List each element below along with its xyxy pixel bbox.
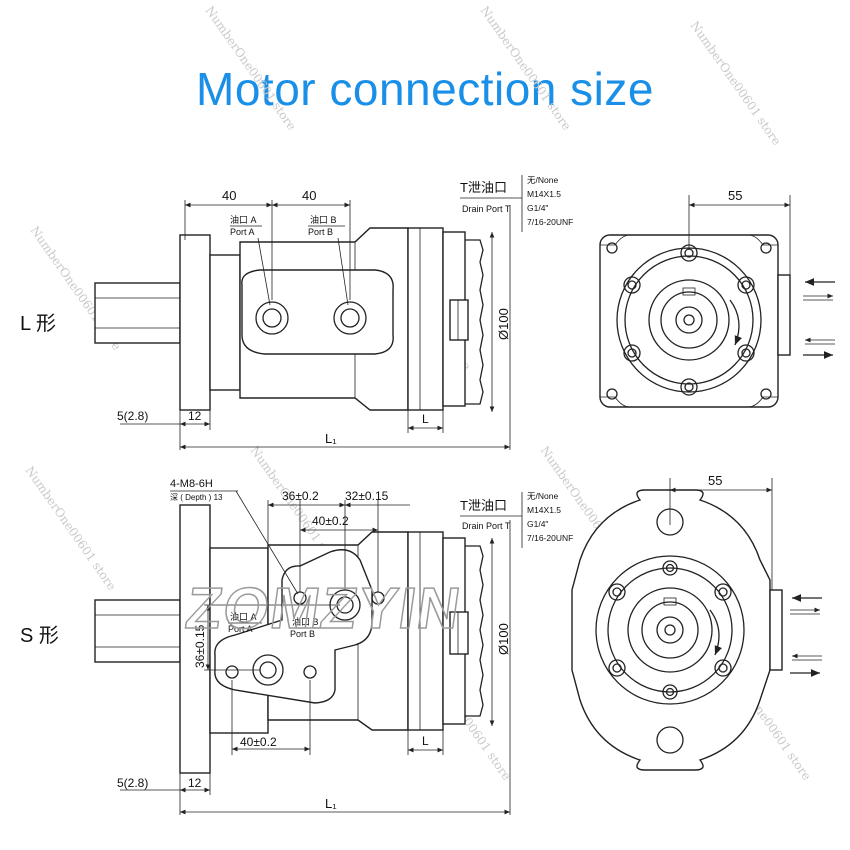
l-dim-40-b: 40	[302, 188, 316, 203]
s-port-a-cn: 油口 A	[230, 611, 257, 622]
l-type-label: L 形	[20, 312, 56, 335]
s-bolt-holes	[608, 508, 732, 754]
s-dim-12: 12	[188, 776, 202, 790]
s-drain-opt-0: 无/None	[527, 491, 558, 501]
page-title: Motor connection size	[196, 63, 654, 115]
l-port-a-cn: 油口 A	[230, 214, 257, 225]
l-port-b-cn: 油口 B	[310, 214, 337, 225]
l-drain-opt-2: G1/4"	[527, 203, 548, 213]
s-dim-L: L	[422, 734, 429, 748]
s-type-side-view: Ø100 36±0.2 32±0.15 40±0.2 4-M8-6H 深 ( D…	[94, 478, 511, 815]
watermark-text: NumberOne00601 store	[688, 19, 784, 148]
watermark-text: NumberOne00601 store	[23, 464, 119, 593]
watermark-text: NumberOne00601 store	[203, 4, 299, 133]
l-drain-opt-1: M14X1.5	[527, 189, 561, 199]
l-dim-12: 12	[188, 409, 202, 423]
l-drain-port-labels: T泄油口 Drain Port T 无/None M14X1.5 G1/4" 7…	[460, 175, 573, 232]
l-port-b-en: Port B	[308, 227, 333, 237]
l-drain-opt-0: 无/None	[527, 175, 558, 185]
brand-watermark-logo: ZOMZYIN	[182, 576, 466, 641]
s-drain-opt-3: 7/16-20UNF	[527, 533, 573, 543]
s-dim-5: 5(2.8)	[117, 776, 148, 790]
s-dim-40a: 40±0.2	[312, 514, 349, 528]
s-type-front-view: 55	[571, 473, 822, 771]
l-drain-cn: T泄油口	[460, 180, 507, 195]
s-dim-36b: 36±0.15	[193, 624, 207, 668]
s-port-b-cn: 油口 B	[292, 616, 319, 627]
l-dim-40-a: 40	[222, 188, 236, 203]
s-drain-cn: T泄油口	[460, 498, 507, 513]
s-type-label: S 形	[20, 624, 59, 647]
s-dim-40b: 40±0.2	[240, 735, 277, 749]
s-drain-opt-2: G1/4"	[527, 519, 548, 529]
l-bolt-holes	[606, 242, 772, 400]
s-dim-32: 32±0.15	[345, 489, 389, 503]
l-type-front-view: 55	[599, 188, 835, 408]
l-dim-L1: L₁	[325, 431, 337, 446]
l-drain-en: Drain Port T	[462, 204, 511, 214]
s-depth: 深 ( Depth ) 13	[170, 493, 223, 502]
l-dim-5: 5(2.8)	[117, 409, 148, 423]
s-front-dim-55: 55	[708, 473, 722, 488]
l-type-side-view: Ø100 40 40 油口 A Port A 油口 B Port B 5(2.8…	[94, 188, 511, 450]
l-drain-opt-3: 7/16-20UNF	[527, 217, 573, 227]
l-port-a-en: Port A	[230, 227, 255, 237]
s-port-a-en: Port A	[228, 624, 253, 634]
s-dim-L1: L₁	[325, 796, 337, 811]
l-dia-label: Ø100	[496, 308, 511, 340]
s-drain-en: Drain Port T	[462, 521, 511, 531]
s-port-b-en: Port B	[290, 629, 315, 639]
s-dim-36a: 36±0.2	[282, 489, 319, 503]
s-dia-label: Ø100	[496, 623, 511, 655]
l-front-dim-55: 55	[728, 188, 742, 203]
s-drain-opt-1: M14X1.5	[527, 505, 561, 515]
s-drain-port-labels: T泄油口 Drain Port T 无/None M14X1.5 G1/4" 7…	[460, 491, 573, 548]
s-thread: 4-M8-6H	[170, 478, 213, 490]
l-dim-L: L	[422, 412, 429, 426]
watermark-text: NumberOne00601 store	[478, 4, 574, 133]
